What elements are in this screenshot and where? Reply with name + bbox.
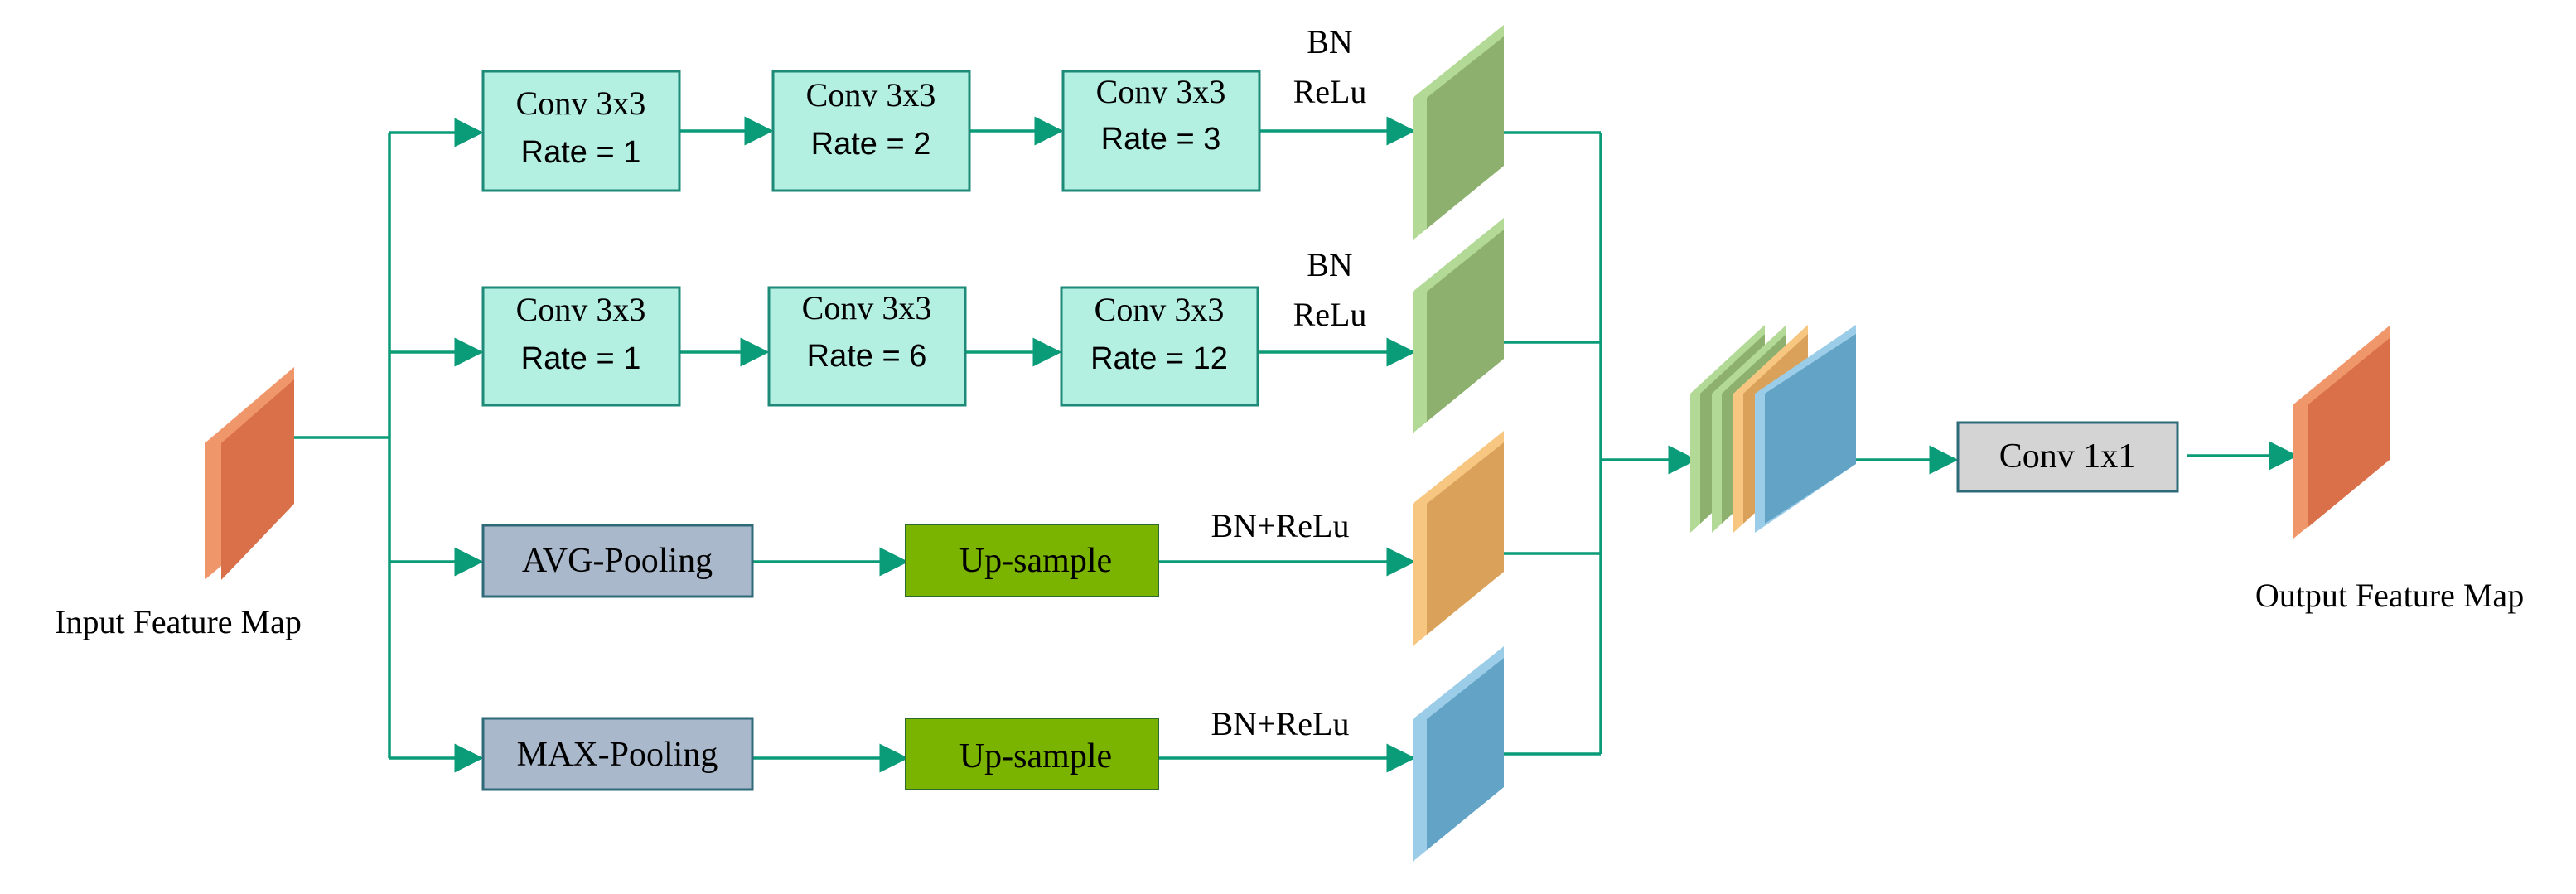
concat-feature-stack	[1690, 325, 1856, 533]
upsample-label: Up-sample	[959, 542, 1112, 580]
conv-box: Conv 3x3 Rate = 1	[481, 286, 681, 407]
branch-4: MAX-Pooling Up-sample BN+ReLu	[481, 646, 1504, 862]
avg-pooling-box: AVG-Pooling	[481, 524, 754, 598]
conv-title: Conv 3x3	[1096, 73, 1226, 110]
conv-title: Conv 3x3	[1095, 291, 1225, 328]
branch-3: AVG-Pooling Up-sample BN+ReLu	[481, 431, 1504, 646]
conv-rate: Rate = 1	[521, 341, 641, 376]
conv-box: Conv 3x3 Rate = 1	[481, 70, 681, 192]
upsample-box: Up-sample	[905, 718, 1159, 790]
input-feature-map	[205, 367, 294, 580]
branch-4-feature-map	[1413, 646, 1504, 862]
output-feature-map	[2293, 326, 2390, 539]
branch-1-feature-map	[1413, 25, 1504, 240]
relu-label: ReLu	[1293, 296, 1367, 333]
branch-3-feature-map	[1413, 431, 1504, 646]
conv-rate: Rate = 12	[1090, 341, 1228, 376]
conv-rate: Rate = 6	[807, 339, 927, 374]
branch-1: Conv 3x3 Rate = 1 Conv 3x3 Rate = 2 Conv…	[481, 23, 1504, 240]
pool-label: AVG-Pooling	[522, 542, 713, 580]
conv-rate: Rate = 3	[1101, 122, 1221, 157]
bn-label: BN	[1307, 246, 1353, 283]
conv-1x1-label: Conv 1x1	[1999, 437, 2136, 476]
upsample-box: Up-sample	[905, 524, 1159, 597]
pool-label: MAX-Pooling	[517, 736, 718, 774]
bn-relu-label: BN+ReLu	[1211, 705, 1350, 742]
conv-title: Conv 3x3	[802, 289, 932, 326]
conv-1x1-box: Conv 1x1	[1956, 421, 2179, 493]
max-pooling-box: MAX-Pooling	[481, 717, 754, 791]
input-feature-map-label: Input Feature Map	[55, 603, 302, 640]
conv-rate: Rate = 2	[811, 127, 931, 162]
conv-box: Conv 3x3 Rate = 3	[1061, 70, 1261, 192]
branch-2-feature-map	[1413, 218, 1504, 433]
output-feature-map-label: Output Feature Map	[2255, 577, 2524, 614]
upsample-label: Up-sample	[959, 737, 1112, 776]
conv-rate: Rate = 1	[521, 135, 641, 170]
conv-title: Conv 3x3	[516, 85, 646, 122]
conv-box: Conv 3x3 Rate = 2	[771, 70, 971, 192]
conv-title: Conv 3x3	[516, 291, 646, 328]
branch-2: Conv 3x3 Rate = 1 Conv 3x3 Rate = 6 Conv…	[481, 218, 1504, 433]
bn-label: BN	[1307, 23, 1353, 60]
bn-relu-label: BN+ReLu	[1211, 507, 1350, 544]
conv-box: Conv 3x3 Rate = 12	[1060, 286, 1259, 407]
connectors	[294, 116, 2298, 773]
relu-label: ReLu	[1293, 73, 1367, 110]
conv-box: Conv 3x3 Rate = 6	[767, 286, 967, 407]
conv-title: Conv 3x3	[806, 76, 936, 114]
